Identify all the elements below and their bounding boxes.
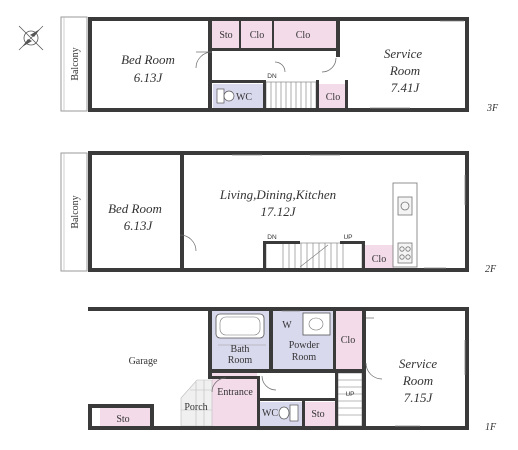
ldk-2f-name: Living,Dining,Kitchen (219, 187, 336, 202)
balcony-3f-label: Balcony (70, 47, 81, 80)
service-room-1f-size: 7.15J (404, 390, 434, 405)
storage-3f-label: Sto (219, 30, 232, 41)
wc-3f-label: WC (236, 92, 252, 103)
service-room-3f-name: Service (384, 46, 422, 61)
floor-1f: Garage Sto Bath Room W Powder Room Clo P… (88, 307, 497, 433)
stairs-1f (337, 372, 363, 427)
closet-2f (364, 245, 394, 269)
floor-tag-2f: 2F (485, 264, 497, 275)
balcony-2f-label: Balcony (70, 195, 81, 228)
storage-garage-1f (100, 408, 150, 426)
bedroom-3f-name: Bed Room (121, 52, 175, 67)
closet-2f-label: Clo (372, 254, 386, 265)
floor-tag-1f: 1F (485, 422, 497, 433)
washbasin-icon (302, 312, 331, 336)
storage-1f-label: Sto (311, 409, 324, 420)
balcony-2f (60, 152, 88, 272)
porch-1f (180, 379, 213, 427)
compass-icon (18, 25, 44, 51)
stairs-3f (265, 81, 317, 111)
closet-3f-b (274, 20, 336, 48)
floor-2f: Balcony Bed Room 6.13J Living,Dining,Kit… (60, 151, 497, 275)
service-room-1f-name: Service (399, 356, 437, 371)
entrance-label: Entrance (217, 387, 253, 398)
closet-1f-label: Clo (341, 335, 355, 346)
closet-3f-a-label: Clo (250, 30, 264, 41)
stairs-3f-dn: DN (267, 73, 277, 80)
ldk-2f-size: 17.12J (260, 204, 296, 219)
bedroom-2f-size: 6.13J (124, 218, 154, 233)
porch-label: Porch (184, 402, 207, 413)
service-room-3f-name2: Room (389, 63, 420, 78)
kitchen-counter (392, 182, 418, 268)
stairs-2f-up: UP (343, 234, 352, 241)
closet-1f (336, 311, 362, 369)
closet-3f-c-label: Clo (326, 92, 340, 103)
storage-garage-label: Sto (116, 414, 129, 425)
entrance-1f (212, 373, 257, 426)
washer-label: W (282, 320, 292, 331)
closet-3f-b-label: Clo (296, 30, 310, 41)
closet-3f-a (241, 20, 272, 48)
stairs-2f-dn: DN (267, 234, 277, 241)
bath-room-1f-name: Bath (231, 344, 250, 355)
balcony-3f (60, 16, 88, 112)
bath-room-1f-name2: Room (228, 355, 253, 366)
bedroom-3f-size: 6.13J (134, 70, 164, 85)
closet-3f-c (318, 84, 348, 110)
storage-3f (212, 20, 239, 48)
service-room-3f-size: 7.41J (391, 80, 421, 95)
bathtub-icon (215, 313, 266, 346)
bedroom-2f-name: Bed Room (108, 201, 162, 216)
powder-room-1f-name2: Room (292, 352, 317, 363)
stairs-1f-up: UP (345, 391, 354, 398)
garage-label: Garage (129, 356, 158, 367)
powder-room-1f-name: Powder (289, 340, 320, 351)
toilet-1f-icon (278, 404, 299, 422)
floor-3f: Balcony Bed Room 6.13J Sto Clo Clo WC DN… (60, 16, 499, 114)
floor-tag-3f: 3F (486, 103, 499, 114)
storage-1f (305, 402, 335, 426)
service-room-1f-name2: Room (402, 373, 433, 388)
wc-1f-label: WC (262, 408, 278, 419)
toilet-icon (216, 88, 235, 104)
stairs-2f (265, 242, 363, 270)
